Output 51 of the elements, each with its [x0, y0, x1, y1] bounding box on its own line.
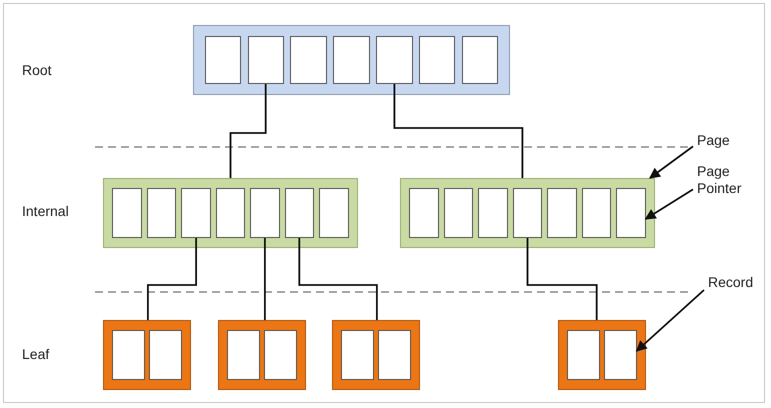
pointer-slot	[409, 188, 440, 238]
pointer-slot	[462, 36, 498, 84]
page-box	[558, 320, 646, 390]
callout-text: Page	[697, 132, 767, 149]
pointer-slot	[567, 330, 600, 380]
pointer-slot	[149, 330, 182, 380]
pointer-slot	[333, 36, 370, 84]
pointer-slot	[478, 188, 508, 238]
connector-line	[230, 84, 267, 178]
pointer-slot	[248, 36, 284, 84]
page-box	[103, 178, 358, 248]
pointer-slot	[419, 36, 456, 84]
pointer-slot	[341, 330, 374, 380]
pointer-slot	[512, 188, 542, 238]
callout-text: Record	[708, 274, 771, 291]
pointer-slot	[547, 188, 577, 238]
leader-arrow	[636, 289, 705, 352]
pointer-slot	[250, 188, 280, 238]
pointer-slot	[376, 36, 413, 84]
pointer-slot	[216, 188, 246, 238]
page-box	[103, 320, 191, 390]
pointer-slot	[112, 188, 142, 238]
pointer-slot	[112, 330, 145, 380]
page-box	[193, 25, 510, 95]
leader-arrow	[644, 188, 694, 220]
connector-line	[298, 238, 378, 320]
pointer-slot	[227, 330, 260, 380]
connector-line	[147, 238, 197, 320]
level-label: Leaf	[22, 346, 50, 363]
pointer-slot	[444, 188, 474, 238]
page-box	[332, 320, 420, 390]
level-label: Internal	[22, 203, 69, 220]
pointer-slot	[204, 36, 241, 84]
page-box	[400, 178, 655, 248]
pointer-slot	[284, 188, 314, 238]
pointer-slot	[290, 36, 327, 84]
level-label: Root	[22, 62, 52, 79]
callout-text: Page Pointer	[697, 163, 767, 197]
pointer-slot	[378, 330, 411, 380]
pointer-slot	[318, 188, 349, 238]
pointer-slot	[264, 330, 297, 380]
connector-line	[264, 238, 266, 320]
connector-line	[526, 238, 598, 320]
leader-arrow	[649, 146, 694, 179]
pointer-slot	[604, 330, 637, 380]
pointer-slot	[582, 188, 612, 238]
connector-line	[394, 84, 524, 178]
pointer-slot	[616, 188, 646, 238]
pointer-slot	[181, 188, 211, 238]
pointer-slot	[146, 188, 176, 238]
page-box	[218, 320, 306, 390]
